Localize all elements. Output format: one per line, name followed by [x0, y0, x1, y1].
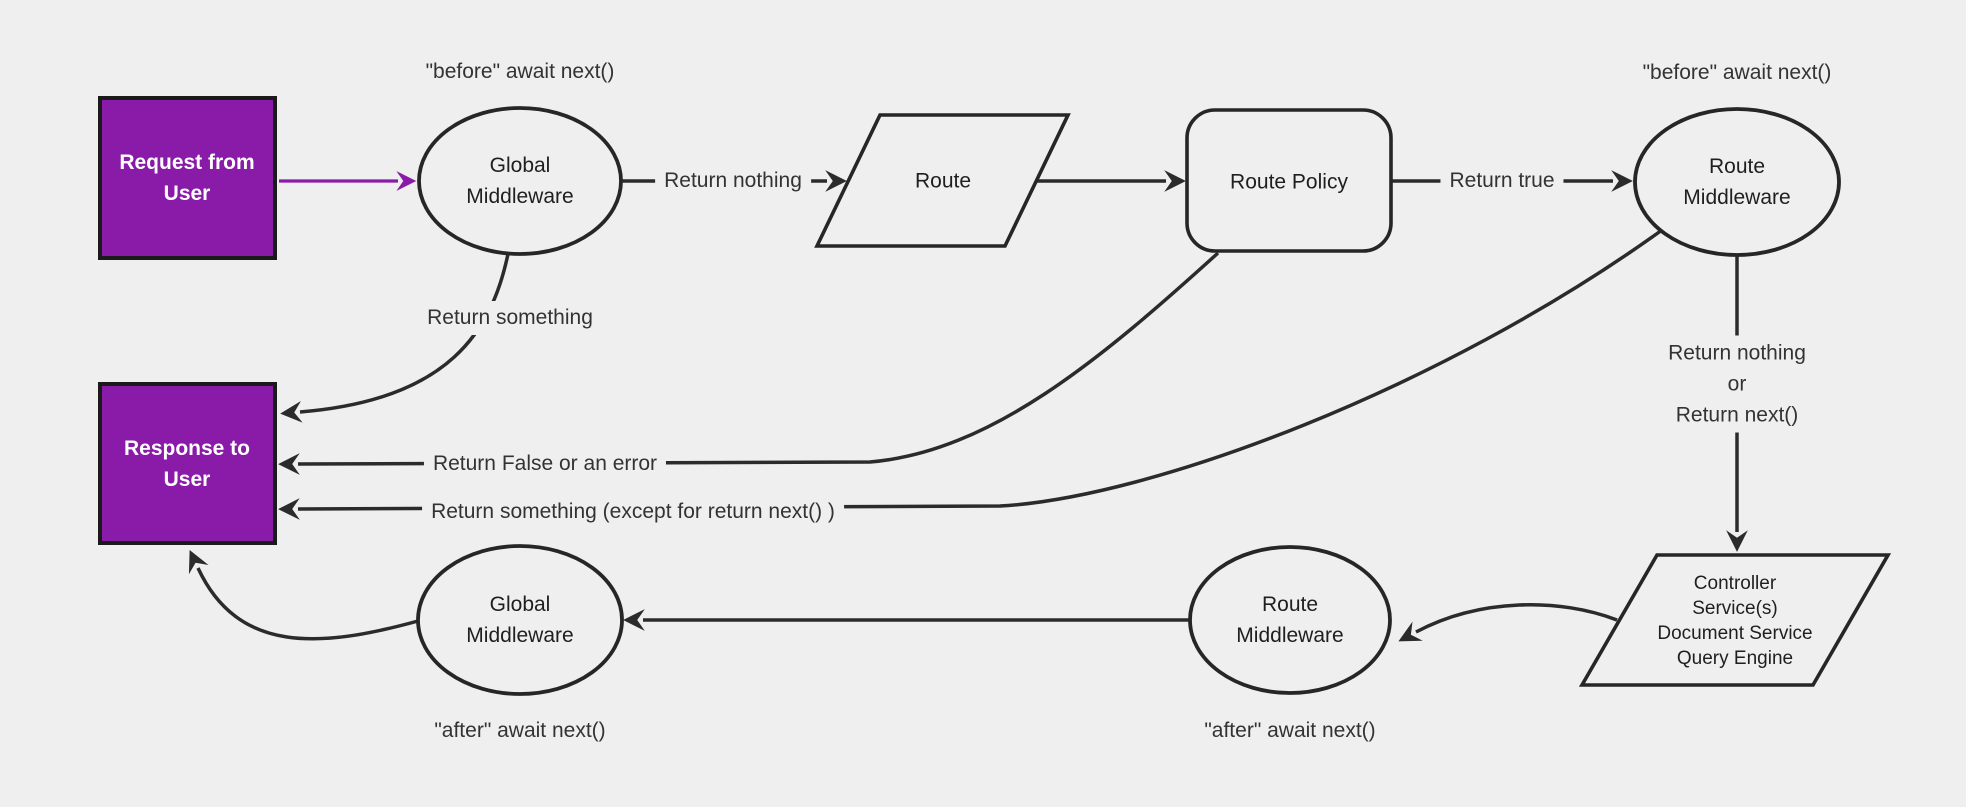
edge-label-return-something-except: Return something (except for return next… — [422, 495, 844, 529]
node-label-route-middleware-top: Route Middleware — [1683, 155, 1791, 209]
node-controller-services — [1578, 553, 1892, 687]
node-label-route-middleware-bottom: Route Middleware — [1236, 593, 1344, 647]
node-route-middleware-top — [1633, 107, 1841, 257]
edge-label-return-nothing: Return nothing — [655, 164, 811, 198]
edge-label-return-false-or-error: Return False or an error — [423, 447, 667, 481]
node-route — [814, 113, 1071, 248]
edge-label-return-true: Return true — [1440, 164, 1564, 198]
edge-label-before-await-next-left: "before" await next() — [425, 60, 615, 83]
node-label-global-middleware-bottom: Global Middleware — [466, 593, 574, 647]
edge-label-after-await-next-right: "after" await next() — [1204, 719, 1376, 742]
arrow-controller-to-route-middleware-after — [1398, 603, 1618, 642]
edge-label-after-await-next-left: "after" await next() — [434, 719, 606, 742]
node-route-policy — [1185, 108, 1393, 253]
arrow-route-middleware-return-something-to-response — [278, 228, 1664, 520]
arrow-route-policy-return-false-to-response — [278, 251, 1220, 475]
node-label-route: Route — [914, 169, 972, 193]
node-global-middleware-top — [417, 106, 623, 256]
node-request-from-user — [98, 96, 277, 260]
arrow-global-middleware-return-something-to-response — [280, 253, 510, 423]
node-response-to-user — [98, 382, 277, 545]
node-label-response-to-user: Response to User — [123, 437, 251, 491]
arrow-global-middleware-after-to-response — [188, 549, 419, 641]
edge-label-return-something: Return something — [418, 301, 602, 335]
edge-label-return-nothing-or-return-next: Return nothing or Return next() — [1659, 335, 1815, 433]
node-label-controller-services: Controller Service(s) Document Service Q… — [1657, 573, 1813, 669]
node-label-request-from-user: Request from User — [119, 151, 255, 205]
node-label-global-middleware-top: Global Middleware — [466, 154, 574, 208]
edge-label-before-await-next-right: "before" await next() — [1642, 61, 1832, 84]
node-label-route-policy: Route Policy — [1230, 170, 1348, 194]
node-global-middleware-bottom — [416, 544, 624, 696]
node-route-middleware-bottom — [1188, 545, 1392, 695]
